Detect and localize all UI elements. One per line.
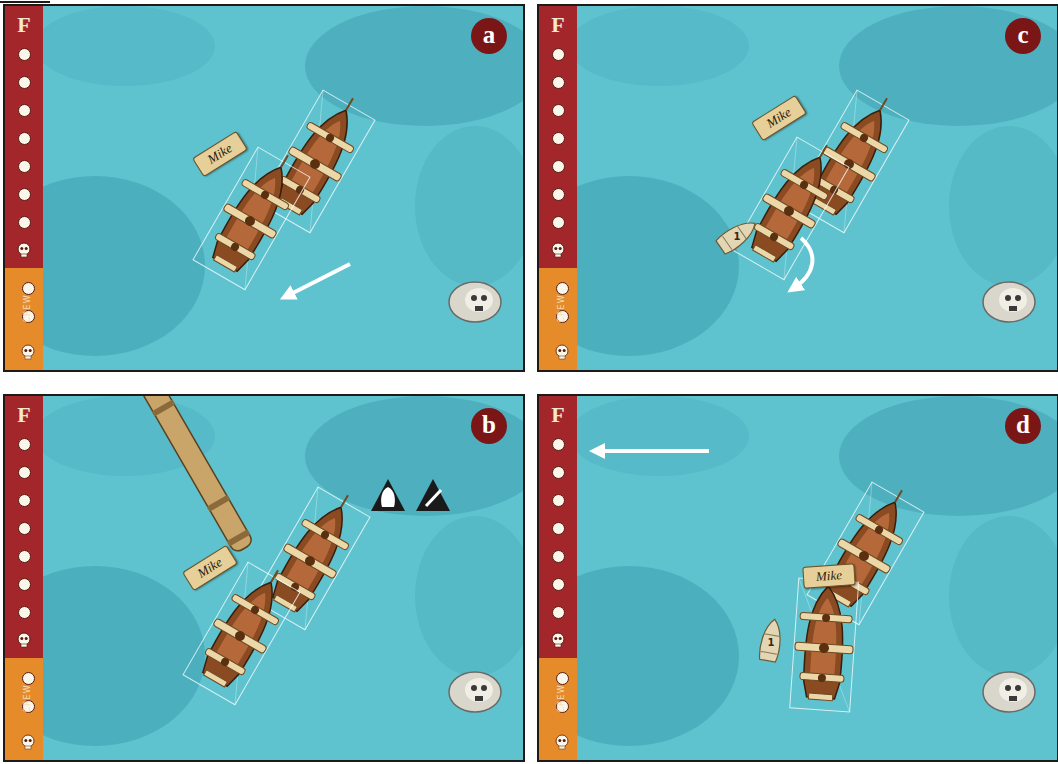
track-label: CREW bbox=[23, 294, 32, 322]
track-dot bbox=[18, 188, 31, 201]
flag-track: F bbox=[539, 6, 577, 268]
track-dot bbox=[552, 494, 565, 507]
skull-icon bbox=[20, 734, 36, 750]
captain-banner: Mike bbox=[192, 131, 248, 177]
track-dot bbox=[18, 104, 31, 117]
track-label: CREW bbox=[557, 684, 566, 712]
track-dot bbox=[18, 550, 31, 563]
boat-number: 1 bbox=[734, 231, 741, 242]
track-dot bbox=[552, 216, 565, 229]
captain-name: Mike bbox=[764, 104, 794, 130]
track-dot bbox=[18, 438, 31, 451]
track-dot bbox=[552, 550, 565, 563]
skull-icon bbox=[550, 242, 566, 258]
flag-track: F bbox=[5, 396, 43, 658]
track-dot bbox=[552, 48, 565, 61]
panel-letter-badge: a bbox=[471, 18, 507, 54]
track-dot bbox=[22, 282, 35, 295]
track-dot bbox=[556, 282, 569, 295]
panel-letter-badge: d bbox=[1005, 408, 1041, 444]
track-dot bbox=[552, 132, 565, 145]
captain-name: Mike bbox=[815, 567, 842, 584]
flag-track: F bbox=[539, 396, 577, 658]
track-dot bbox=[18, 522, 31, 535]
crew-track: CREW bbox=[5, 658, 43, 760]
panel-letter: a bbox=[483, 22, 496, 47]
panel-letter: b bbox=[482, 412, 496, 437]
track-dot bbox=[18, 578, 31, 591]
skull-icon bbox=[554, 344, 570, 360]
track-dot bbox=[552, 76, 565, 89]
track-dot bbox=[552, 466, 565, 479]
track-dot bbox=[18, 606, 31, 619]
panel: F CREW Mike d 1 bbox=[537, 394, 1058, 762]
track-dot bbox=[22, 672, 35, 685]
track-letter: F bbox=[539, 12, 577, 38]
panel: F CREW Mike b bbox=[3, 394, 525, 762]
track-letter: F bbox=[5, 402, 43, 428]
track-dot bbox=[552, 606, 565, 619]
track-label: CREW bbox=[23, 684, 32, 712]
panel-illustration bbox=[5, 396, 523, 760]
track-dot bbox=[18, 216, 31, 229]
captain-banner: Mike bbox=[182, 545, 238, 591]
track-letter: F bbox=[5, 12, 43, 38]
track-letter: F bbox=[539, 402, 577, 428]
track-dot bbox=[552, 438, 565, 451]
crew-track: CREW bbox=[539, 658, 577, 760]
track-dot bbox=[18, 48, 31, 61]
captain-name: Mike bbox=[195, 554, 225, 580]
panel-letter-badge: b bbox=[471, 408, 507, 444]
captain-name: Mike bbox=[205, 140, 235, 166]
captain-banner: Mike bbox=[802, 563, 855, 589]
track-dot bbox=[552, 160, 565, 173]
track-dot bbox=[18, 160, 31, 173]
track-dot bbox=[552, 522, 565, 535]
track-dot bbox=[552, 578, 565, 591]
skull-icon bbox=[20, 344, 36, 360]
track-dot bbox=[18, 466, 31, 479]
panel-letter-badge: c bbox=[1005, 18, 1041, 54]
track-dot bbox=[552, 188, 565, 201]
panel-illustration bbox=[5, 6, 523, 370]
panel: F CREW Mike a bbox=[3, 4, 525, 372]
track-dot bbox=[18, 494, 31, 507]
crew-track: CREW bbox=[5, 268, 43, 370]
track-dot bbox=[552, 104, 565, 117]
skull-icon bbox=[16, 242, 32, 258]
panel: F CREW Mike c 1 bbox=[537, 4, 1058, 372]
skull-icon bbox=[16, 632, 32, 648]
flag-track: F bbox=[5, 6, 43, 268]
boat-number: 1 bbox=[768, 637, 775, 648]
crew-track: CREW bbox=[539, 268, 577, 370]
panel-illustration bbox=[539, 6, 1057, 370]
skull-icon bbox=[554, 734, 570, 750]
track-dot bbox=[18, 76, 31, 89]
captain-banner: Mike bbox=[751, 95, 807, 141]
panel-illustration bbox=[539, 396, 1057, 760]
track-label: CREW bbox=[557, 294, 566, 322]
track-dot bbox=[556, 672, 569, 685]
skull-icon bbox=[550, 632, 566, 648]
track-dot bbox=[18, 132, 31, 145]
panel-letter: c bbox=[1017, 22, 1028, 47]
panel-letter: d bbox=[1016, 412, 1030, 437]
